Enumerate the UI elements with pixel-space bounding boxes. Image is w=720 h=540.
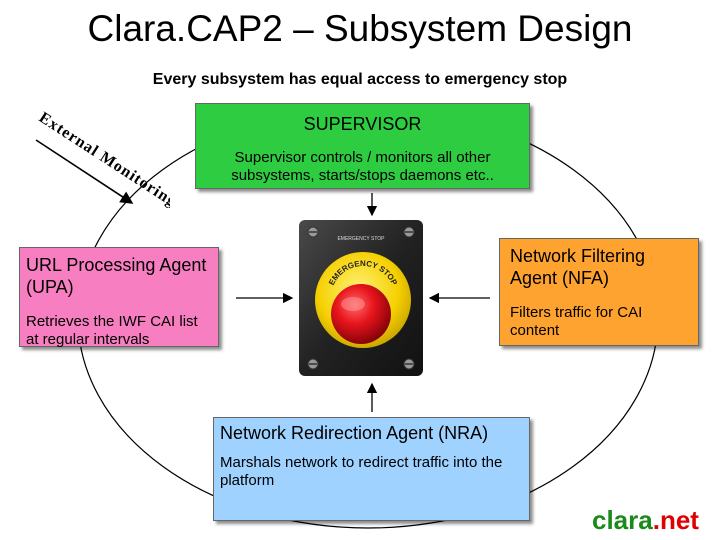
upa-description: Retrieves the IWF CAI list at regular in… <box>26 313 198 348</box>
brand-logo: clara.net <box>592 505 699 536</box>
nra-title: Network Redirection Agent (NRA) <box>220 423 489 443</box>
nfa-description: Filters traffic for CAI content <box>510 304 643 339</box>
device-top-label: EMERGENCY STOP <box>337 236 385 242</box>
upa-box: URL Processing Agent (UPA) Retrieves the… <box>19 247 219 348</box>
nra-box: Network Redirection Agent (NRA) Marshals… <box>213 417 530 521</box>
brand-suffix: .net <box>652 505 699 535</box>
external-monitoring-text: External Monitoring <box>36 109 170 208</box>
nra-description: Marshals network to redirect traffic int… <box>220 454 503 489</box>
supervisor-box: SUPERVISOR Supervisor controls / monitor… <box>195 103 530 189</box>
slide-subtitle: Every subsystem has equal access to emer… <box>152 71 568 88</box>
supervisor-description: Supervisor controls / monitors all other… <box>231 149 494 184</box>
upa-title: URL Processing Agent (UPA) <box>26 255 207 297</box>
nfa-title: Network Filtering Agent (NFA) <box>510 246 646 288</box>
slide-title: Clara.CAP2 – Subsystem Design <box>87 8 633 49</box>
supervisor-title: SUPERVISOR <box>303 114 422 134</box>
nfa-box: Network Filtering Agent (NFA) Filters tr… <box>499 238 699 346</box>
monitoring-arrow <box>35 139 134 204</box>
external-monitoring-label: External Monitoring <box>36 109 170 208</box>
brand-name: clara <box>592 505 653 535</box>
emergency-stop-device: EMERGENCY STOP EMERGENCY STOP <box>299 220 423 376</box>
red-dome <box>331 284 391 344</box>
